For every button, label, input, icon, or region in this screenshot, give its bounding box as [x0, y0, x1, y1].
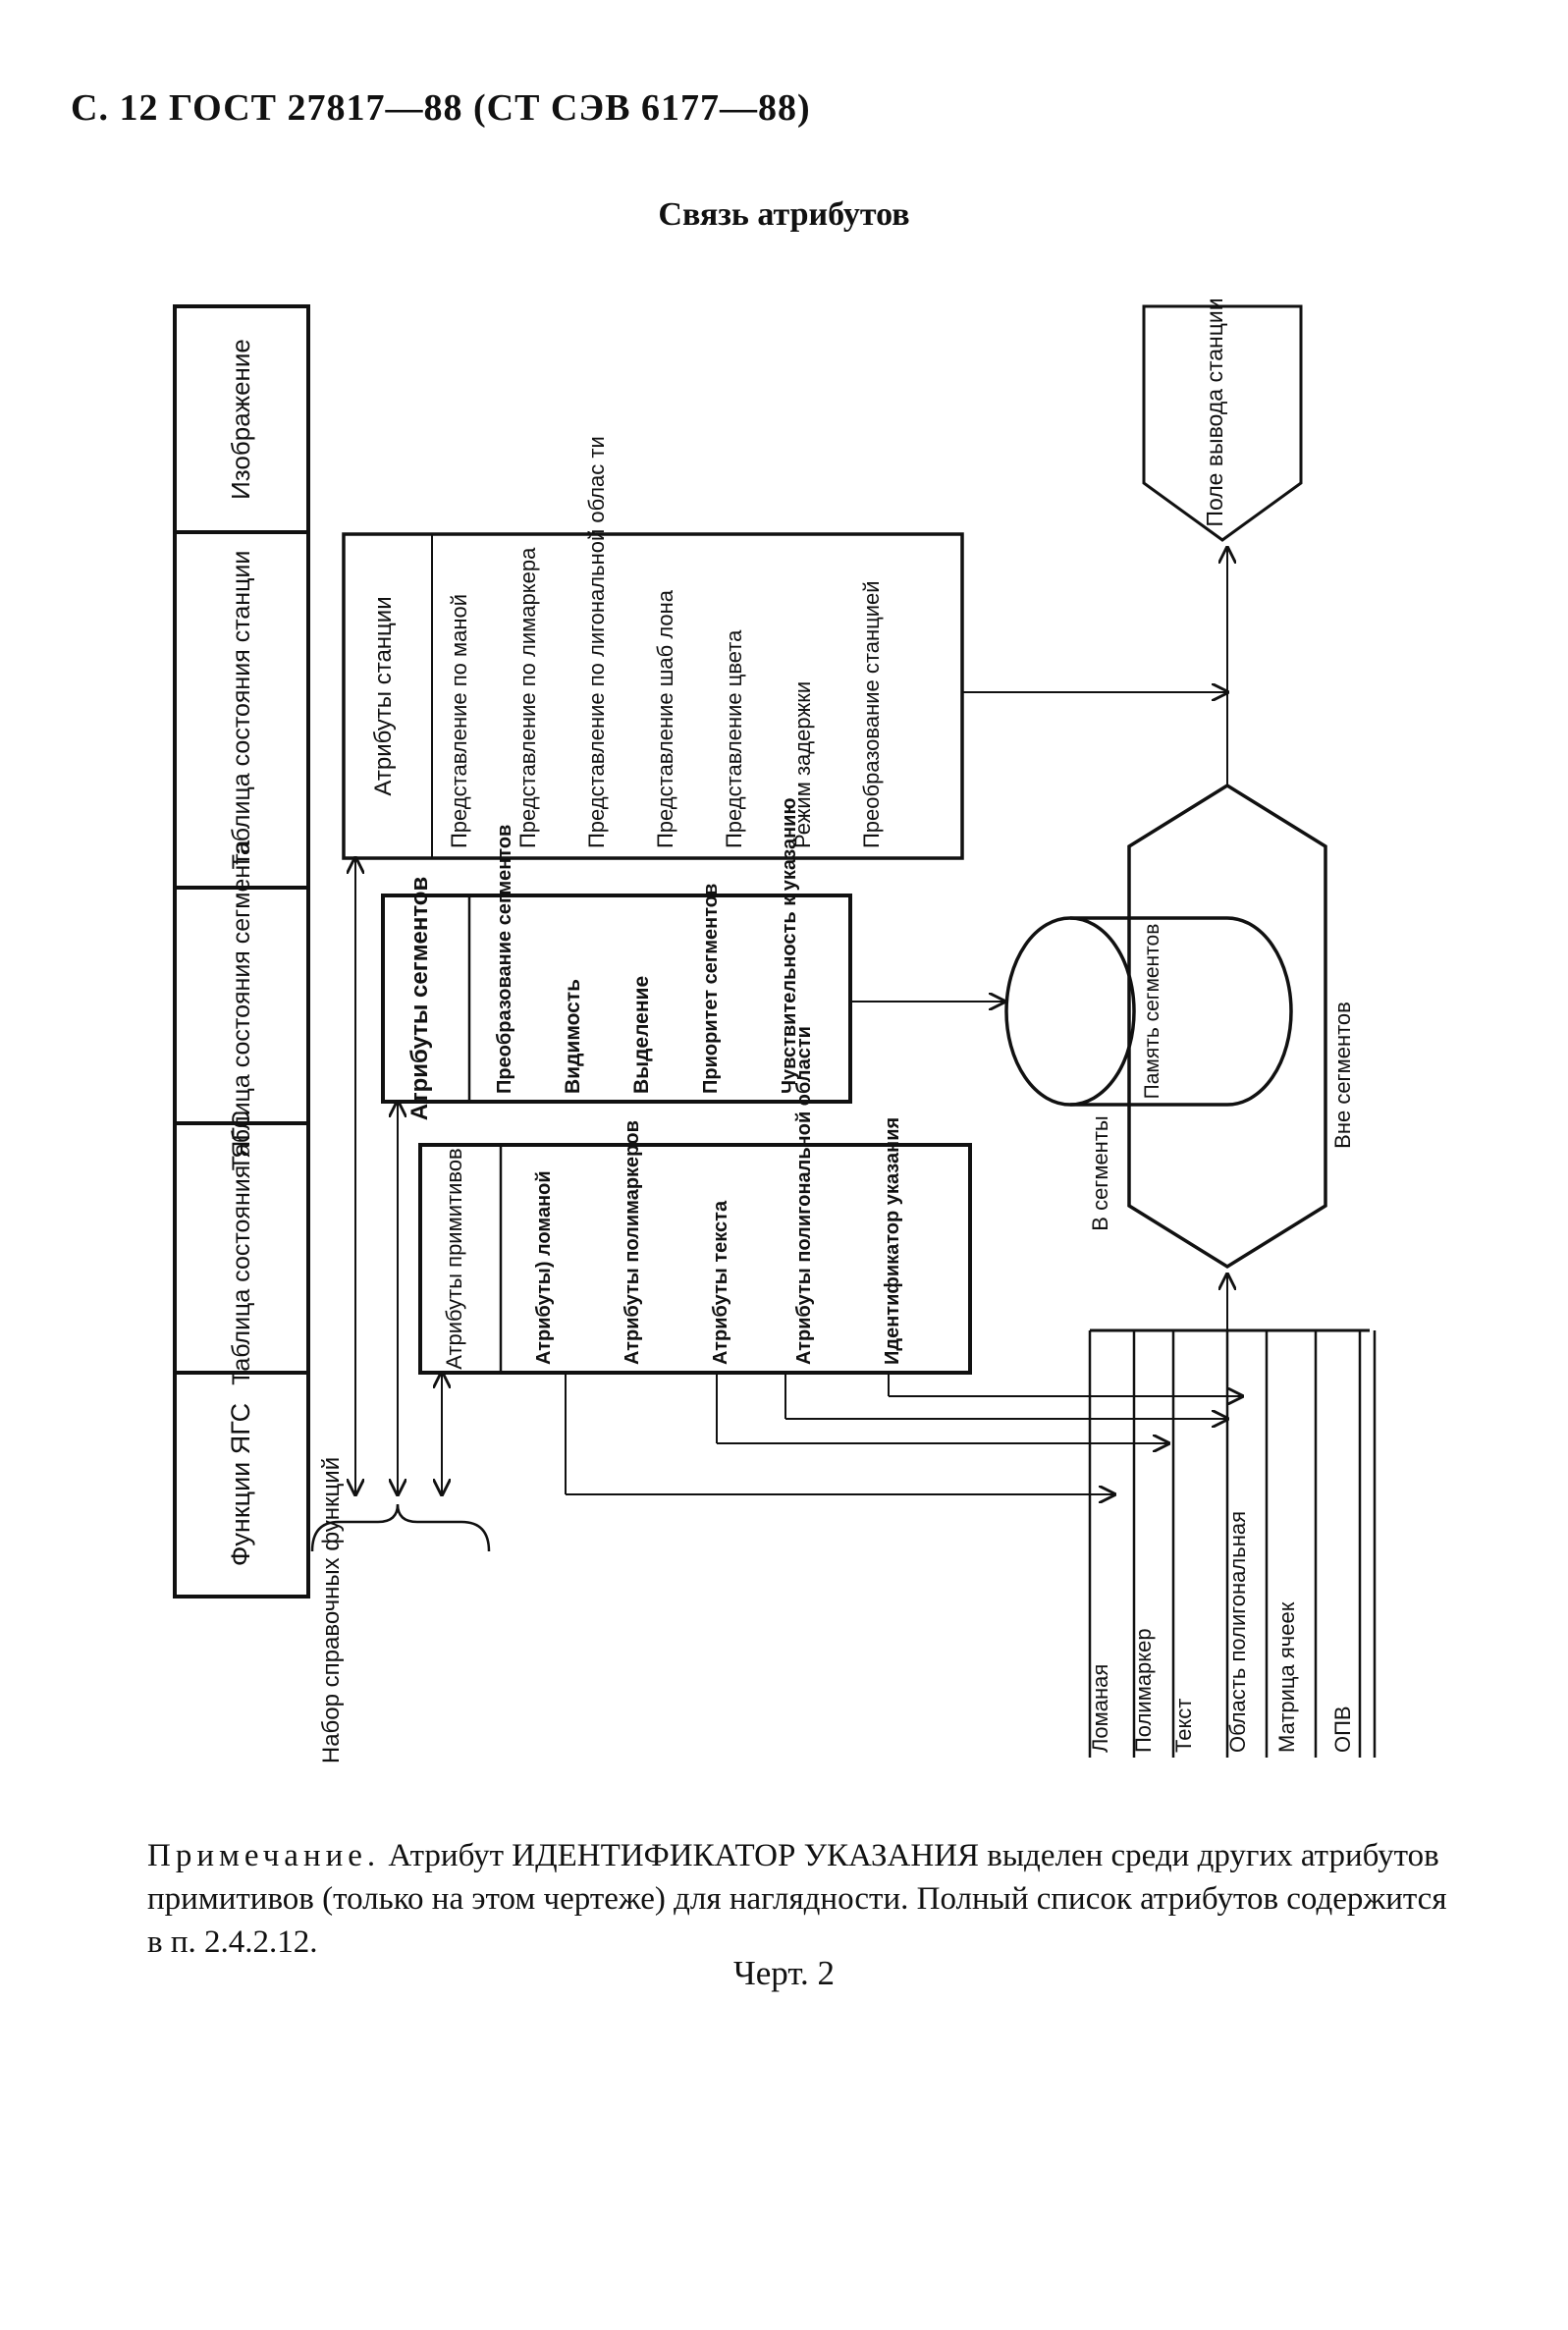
left-cell-image: Изображение [226, 339, 255, 500]
prim-attr-item: Атрибуты полимаркеров [622, 1120, 643, 1365]
left-column: Изображение Таблица состояния станции Та… [173, 304, 310, 1598]
primitive-bus [1088, 1328, 1377, 1758]
ws-attr-item: Представление цвета [722, 629, 746, 848]
prim-attr-item: Атрибуты) ломаной [533, 1170, 555, 1365]
note-label: Примечание. [147, 1838, 381, 1873]
seg-attr-item: Приоритет сегментов [700, 884, 722, 1094]
prim-attr-item: Атрибуты полигональной области [793, 1026, 815, 1365]
workstation-attrs-title: Атрибуты станции [370, 596, 397, 795]
primitive-attrs-title: Атрибуты примитивов [442, 1148, 466, 1370]
prim-attr-item: Атрибуты текста [710, 1200, 731, 1365]
primitive-attrs-box: Атрибуты примитивов Атрибуты) ломаной Ат… [418, 1026, 972, 1375]
segment-attrs-title: Атрибуты сегментов [406, 877, 433, 1120]
primitive-label: Матрица ячеек [1274, 1601, 1299, 1753]
ws-attr-item: Представление шаб лона [653, 589, 677, 848]
note-text: Атрибут ИДЕНТИФИКАТОР УКАЗАНИЯ выделен с… [147, 1838, 1447, 1960]
output-field-label: Поле вывода станции [1202, 298, 1227, 526]
ws-attr-item: Преобразование станцией [859, 580, 884, 848]
primitive-label: Ломаная [1088, 1664, 1112, 1753]
prim-attr-item: Идентификатор указания [882, 1117, 903, 1365]
left-column-frame [173, 304, 310, 1598]
ws-attr-item: Представление по лимаркера [515, 547, 540, 848]
note: Примечание. Атрибут ИДЕНТИФИКАТОР УКАЗАН… [147, 1834, 1453, 1964]
seg-attr-item: Преобразование сегментов [494, 825, 515, 1094]
seg-attr-item: Выделение [630, 976, 653, 1094]
primitive-label: Полимаркер [1131, 1628, 1156, 1753]
connectors [355, 548, 1242, 1494]
ws-attr-item: Представление по маной [447, 594, 471, 848]
workstation-attrs-box: Атрибуты станции Представление по маной … [342, 436, 964, 860]
left-cell-gks-state: Таблица состояния ЯГС [228, 1111, 255, 1385]
outside-segments-label: Вне сегментов [1330, 1002, 1355, 1149]
primitive-label: Область полигональная [1225, 1511, 1250, 1753]
ws-attr-item: Представление по лигональной облас ти [584, 436, 609, 848]
reference-brace: Набор справочных функций [310, 1457, 491, 1763]
into-segments-label: В сегменты [1088, 1115, 1112, 1230]
left-cell-ws-state: Таблица состояния станции [228, 551, 255, 870]
primitive-label: Текст [1171, 1699, 1196, 1753]
output-field: Поле вывода станции [1142, 298, 1303, 542]
segment-hexagon: В сегменты Вне сегментов [1088, 783, 1355, 1270]
primitive-labels: Ломаная Полимаркер Текст Область полигон… [1088, 1511, 1355, 1753]
segment-attrs-box: Атрибуты сегментов Преобразование сегмен… [381, 797, 852, 1120]
seg-attr-item: Видимость [562, 979, 584, 1094]
left-cell-gks-functions: Функции ЯГС [226, 1403, 255, 1566]
segment-storage-label: Память сегментов [1141, 924, 1163, 1100]
left-cell-seg-state: Таблица состояния сегмента [228, 840, 255, 1171]
ws-attr-item: Режим задержки [790, 681, 815, 848]
figure-title: Связь атрибутов [658, 196, 910, 233]
reference-set-label: Набор справочных функций [318, 1457, 345, 1763]
seg-attr-item: Чувствительность к указанию [779, 797, 800, 1094]
figure-caption: Черт. 2 [733, 1954, 835, 1992]
page-header: С. 12 ГОСТ 27817—88 (СТ СЭВ 6177—88) [71, 87, 811, 129]
primitive-label: ОПВ [1330, 1706, 1355, 1753]
segment-storage: Память сегментов [1004, 916, 1293, 1107]
